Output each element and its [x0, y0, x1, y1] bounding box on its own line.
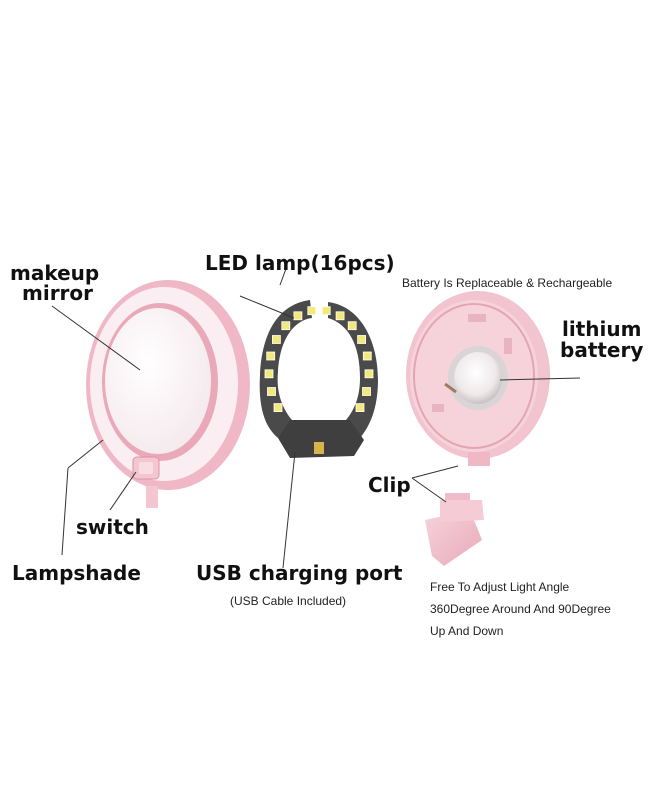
- label-usb-note: (USB Cable Included): [230, 594, 347, 608]
- led-group: [264, 306, 374, 413]
- label-angle-line2: 360Degree Around And 90Degree: [430, 602, 611, 616]
- led-chip: [362, 351, 372, 361]
- led-chip: [357, 335, 367, 344]
- led-chip: [267, 387, 276, 396]
- label-makeup-mirror-line2: mirror: [22, 281, 94, 305]
- led-chip: [362, 387, 371, 396]
- label-clip: Clip: [368, 473, 411, 497]
- back-housing: [406, 291, 550, 466]
- led-chip: [293, 311, 303, 321]
- label-usb-charging-port: USB charging port: [196, 561, 403, 585]
- clip-part: [425, 493, 484, 566]
- led-chip: [364, 369, 374, 379]
- led-chip: [307, 306, 317, 316]
- label-lithium-line1: lithium: [562, 317, 642, 341]
- label-makeup-mirror-line1: makeup: [10, 261, 100, 285]
- label-angle-line1: Free To Adjust Light Angle: [430, 580, 570, 594]
- led-chip: [355, 403, 365, 413]
- led-chip: [335, 311, 345, 321]
- led-chip: [266, 351, 276, 361]
- label-switch: switch: [76, 515, 149, 539]
- led-chip: [281, 321, 291, 331]
- usb-port: [314, 442, 324, 454]
- led-chip: [264, 369, 274, 379]
- led-chip: [321, 306, 331, 316]
- led-chip: [273, 403, 283, 413]
- label-angle-line3: Up And Down: [430, 624, 504, 638]
- label-battery-note: Battery Is Replaceable & Rechargeable: [402, 276, 613, 290]
- makeup-mirror: [105, 308, 211, 454]
- led-chip: [271, 335, 281, 344]
- label-led-lamp: LED lamp(16pcs): [205, 251, 395, 275]
- leader-lines: [51, 265, 581, 569]
- label-lithium-line2: battery: [560, 338, 644, 362]
- led-board: [259, 300, 378, 458]
- label-lampshade: Lampshade: [12, 561, 141, 585]
- lampshade-ring: [86, 280, 250, 508]
- led-chip: [347, 321, 357, 331]
